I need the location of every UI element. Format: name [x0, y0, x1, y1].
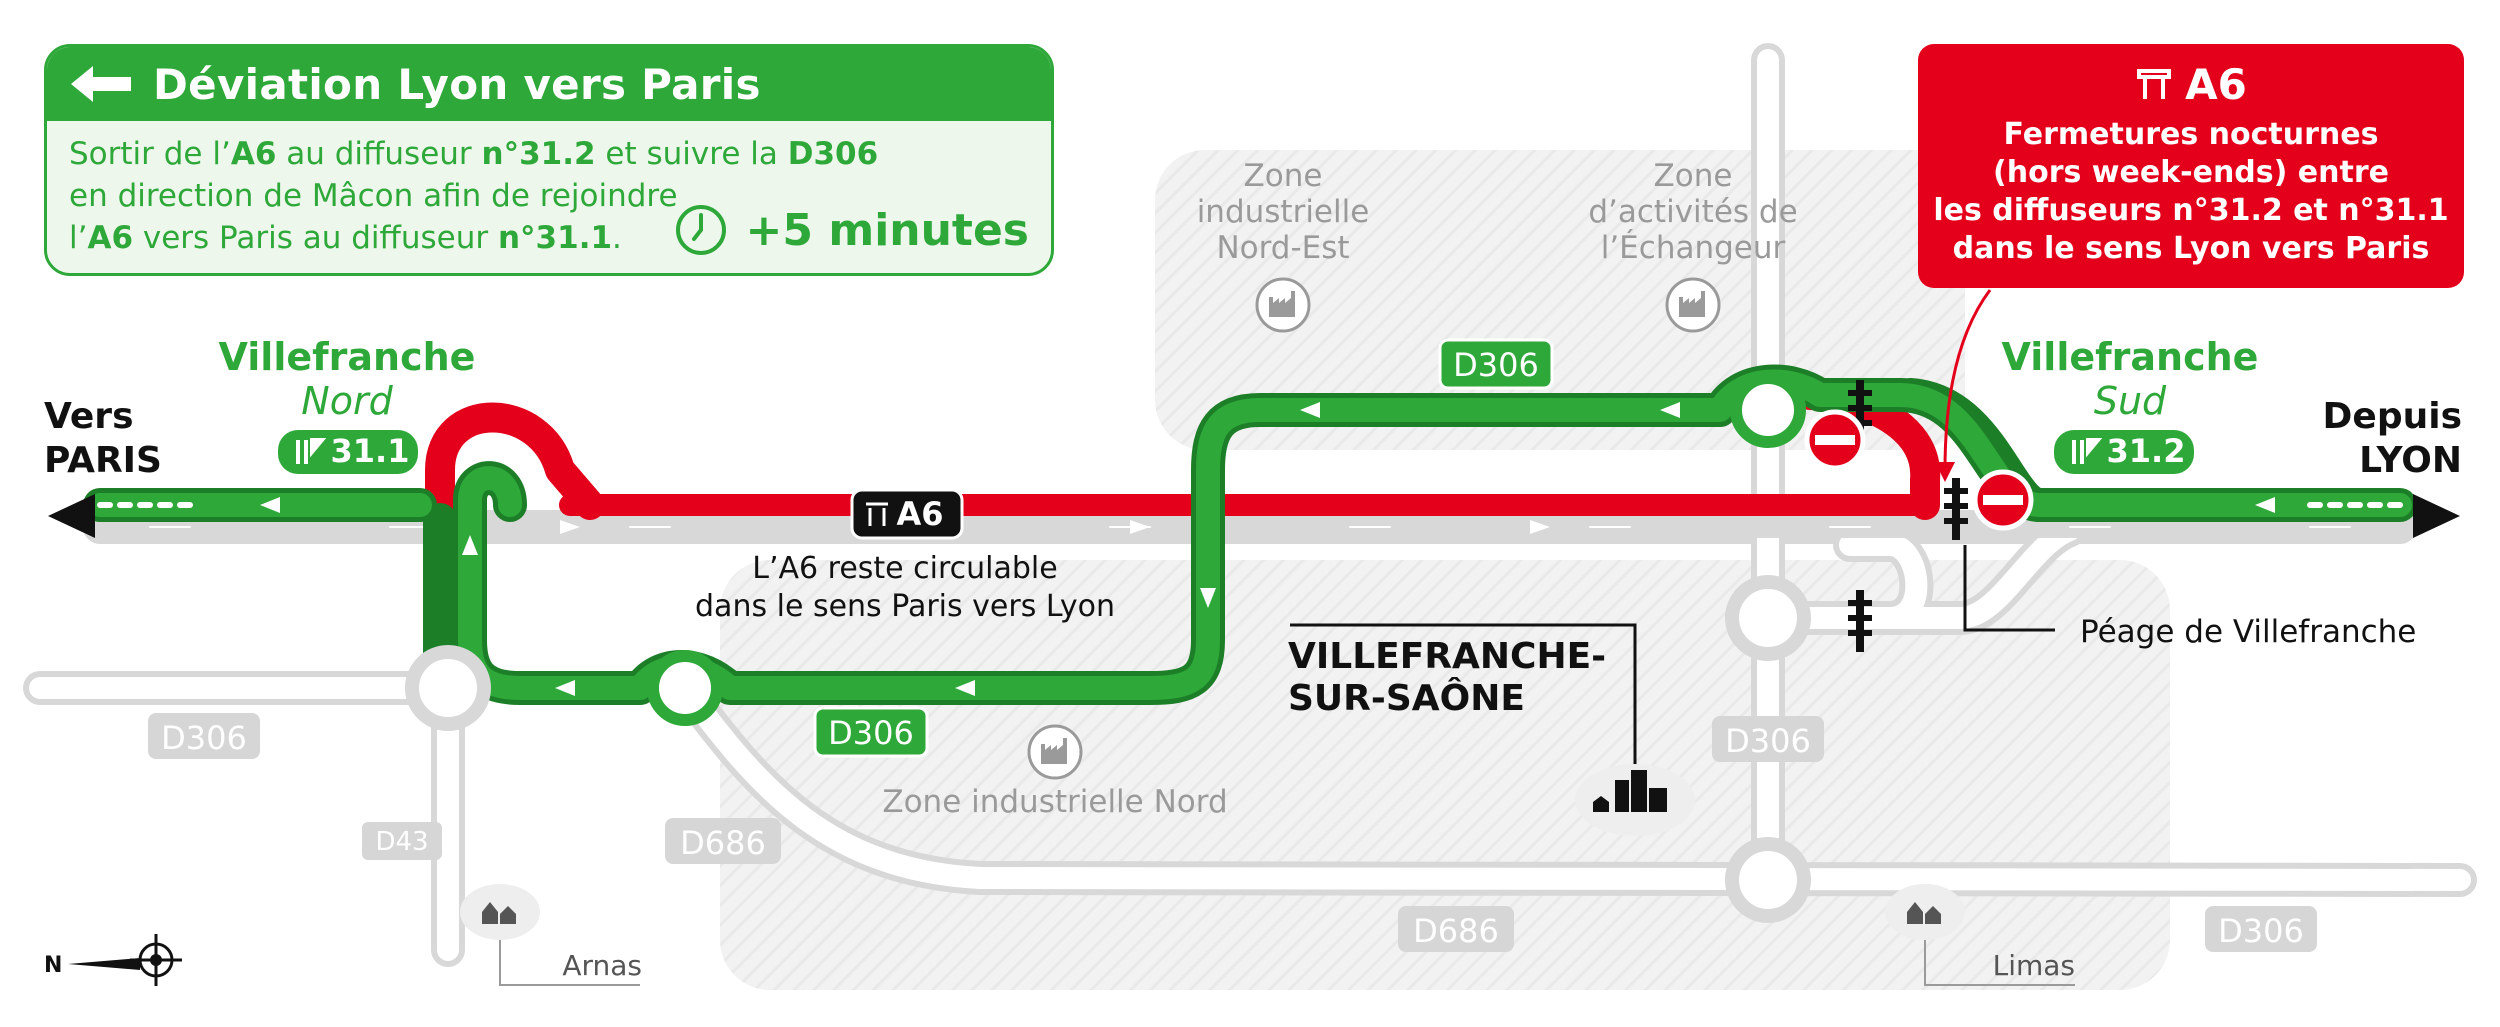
zone-ech-line1: Zone	[1654, 158, 1733, 194]
text-d43: D43	[375, 827, 428, 857]
endpoint-right-line1: Depuis	[2323, 396, 2462, 437]
instruction-line3: l’A6 vers Paris au diffuseur n°31.1.	[69, 220, 622, 256]
a6-note-line1: L’A6 reste circulable	[752, 551, 1057, 586]
village-arnas: Arnas	[562, 949, 642, 982]
label-d43	[362, 822, 442, 860]
svg-text:D306: D306	[828, 714, 914, 752]
village-limas: Limas	[1993, 949, 2075, 982]
arrow-to-paris	[48, 494, 95, 538]
instruction-line1: Sortir de l’A6 au diffuseur n°31.2 et su…	[69, 136, 879, 172]
roundabout-green-1	[647, 650, 723, 726]
label-d686-left	[665, 818, 781, 864]
exit-number-north: 31.1	[331, 432, 410, 470]
endpoint-left-line2: PARIS	[44, 440, 162, 481]
label-d306-gray-left	[148, 713, 260, 759]
text-d686-bottom: D686	[1413, 912, 1499, 950]
toll-label: Péage de Villefranche	[2080, 614, 2416, 650]
exit-icon	[296, 438, 327, 464]
deviation-flow-arrows	[260, 402, 2275, 696]
deviation-instructions: Sortir de l’A6 au diffuseur n°31.2 et su…	[47, 121, 1051, 259]
exit-badge-north: 31.1	[278, 430, 418, 474]
a6-direction-chevrons	[560, 520, 1550, 534]
closure-message: Fermetures nocturnes (hors week-ends) en…	[1933, 117, 2449, 266]
label-d306-green-top: D306	[1438, 338, 1554, 390]
roundabouts	[405, 575, 1811, 923]
label-d306-gray-right	[2205, 906, 2317, 952]
closure-box: A6 Fermetures nocturnes (hors week-ends)…	[1918, 44, 2464, 288]
exit-badge-south: 31.2	[2054, 430, 2194, 474]
instruction-line2: en direction de Mâcon afin de rejoindre	[69, 178, 678, 214]
deviation-info-box: Déviation Lyon vers Paris Sortir de l’A6…	[44, 44, 1054, 276]
label-d686-bottom	[1398, 906, 1514, 952]
text-d306-left: D306	[161, 719, 247, 757]
motorway-icon	[2137, 69, 2172, 99]
city-icon	[1575, 764, 1695, 836]
zone-ne-line2: industrielle	[1197, 194, 1370, 230]
city-name-line1: VILLEFRANCHE-	[1288, 636, 1606, 677]
toll-leader	[1963, 545, 2055, 632]
north-exit-ramp-closed	[425, 402, 605, 535]
roundabout-green-2	[1730, 372, 1806, 448]
compass-icon: N	[44, 934, 182, 986]
clock-icon	[675, 205, 726, 255]
endpoint-right-line2: LYON	[2359, 440, 2462, 481]
a6-badge: A6	[850, 488, 964, 540]
deviation-header: Déviation Lyon vers Paris	[47, 47, 1051, 121]
interchange-south-sub: Sud	[2094, 379, 2167, 423]
village-icon-limas	[1885, 884, 1965, 940]
factory-icon	[1027, 724, 1083, 780]
motorway-icon	[866, 502, 888, 526]
factory-icon	[1255, 277, 1311, 333]
factory-icon	[1665, 277, 1721, 333]
exit-icon	[2072, 438, 2103, 464]
zone-ech-line3: l’Échangeur	[1601, 230, 1786, 266]
text-d686-left: D686	[680, 824, 766, 862]
deviation-title: Déviation Lyon vers Paris	[153, 59, 761, 109]
city-leader	[1290, 623, 1637, 790]
arrow-from-lyon	[2413, 494, 2460, 538]
city-name-line2: SUR-SAÔNE	[1288, 677, 1525, 719]
label-d306-gray-mid	[1712, 716, 1824, 762]
exit-number-south: 31.2	[2107, 432, 2186, 470]
zone-ne-line3: Nord-Est	[1216, 230, 1349, 266]
no-entry-sign-icon	[1972, 469, 2034, 531]
interchange-north-sub: Nord	[301, 379, 393, 423]
zone-nord: Zone industrielle Nord	[882, 784, 1227, 820]
text-d306-right: D306	[2218, 912, 2304, 950]
label-d306-green-bottom: D306	[813, 706, 929, 758]
limas-leader	[1924, 940, 2075, 986]
closure-header: A6	[1918, 58, 2464, 110]
interchange-north-name: Villefranche	[219, 335, 476, 379]
text-d306-mid: D306	[1725, 722, 1811, 760]
zone-ne-line1: Zone	[1244, 158, 1323, 194]
a6-badge-label: A6	[896, 495, 943, 533]
interchange-south-name: Villefranche	[2002, 335, 2259, 379]
closure-pointer	[1943, 289, 1992, 471]
a6-note-line2: dans le sens Paris vers Lyon	[695, 589, 1115, 624]
closure-title: A6	[2185, 59, 2247, 109]
zone-ech-line2: d’activités de	[1588, 194, 1797, 230]
delay-indicator: +5 minutes	[674, 203, 1029, 257]
compass-letter: N	[44, 953, 62, 978]
delay-text: +5 minutes	[745, 204, 1029, 256]
endpoint-left-line1: Vers	[44, 396, 134, 437]
svg-text:D306: D306	[1453, 346, 1539, 384]
no-entry-sign-icon	[1804, 409, 1866, 471]
village-icon-arnas	[460, 884, 540, 940]
left-arrow-icon	[71, 66, 131, 102]
arnas-leader	[499, 940, 640, 986]
